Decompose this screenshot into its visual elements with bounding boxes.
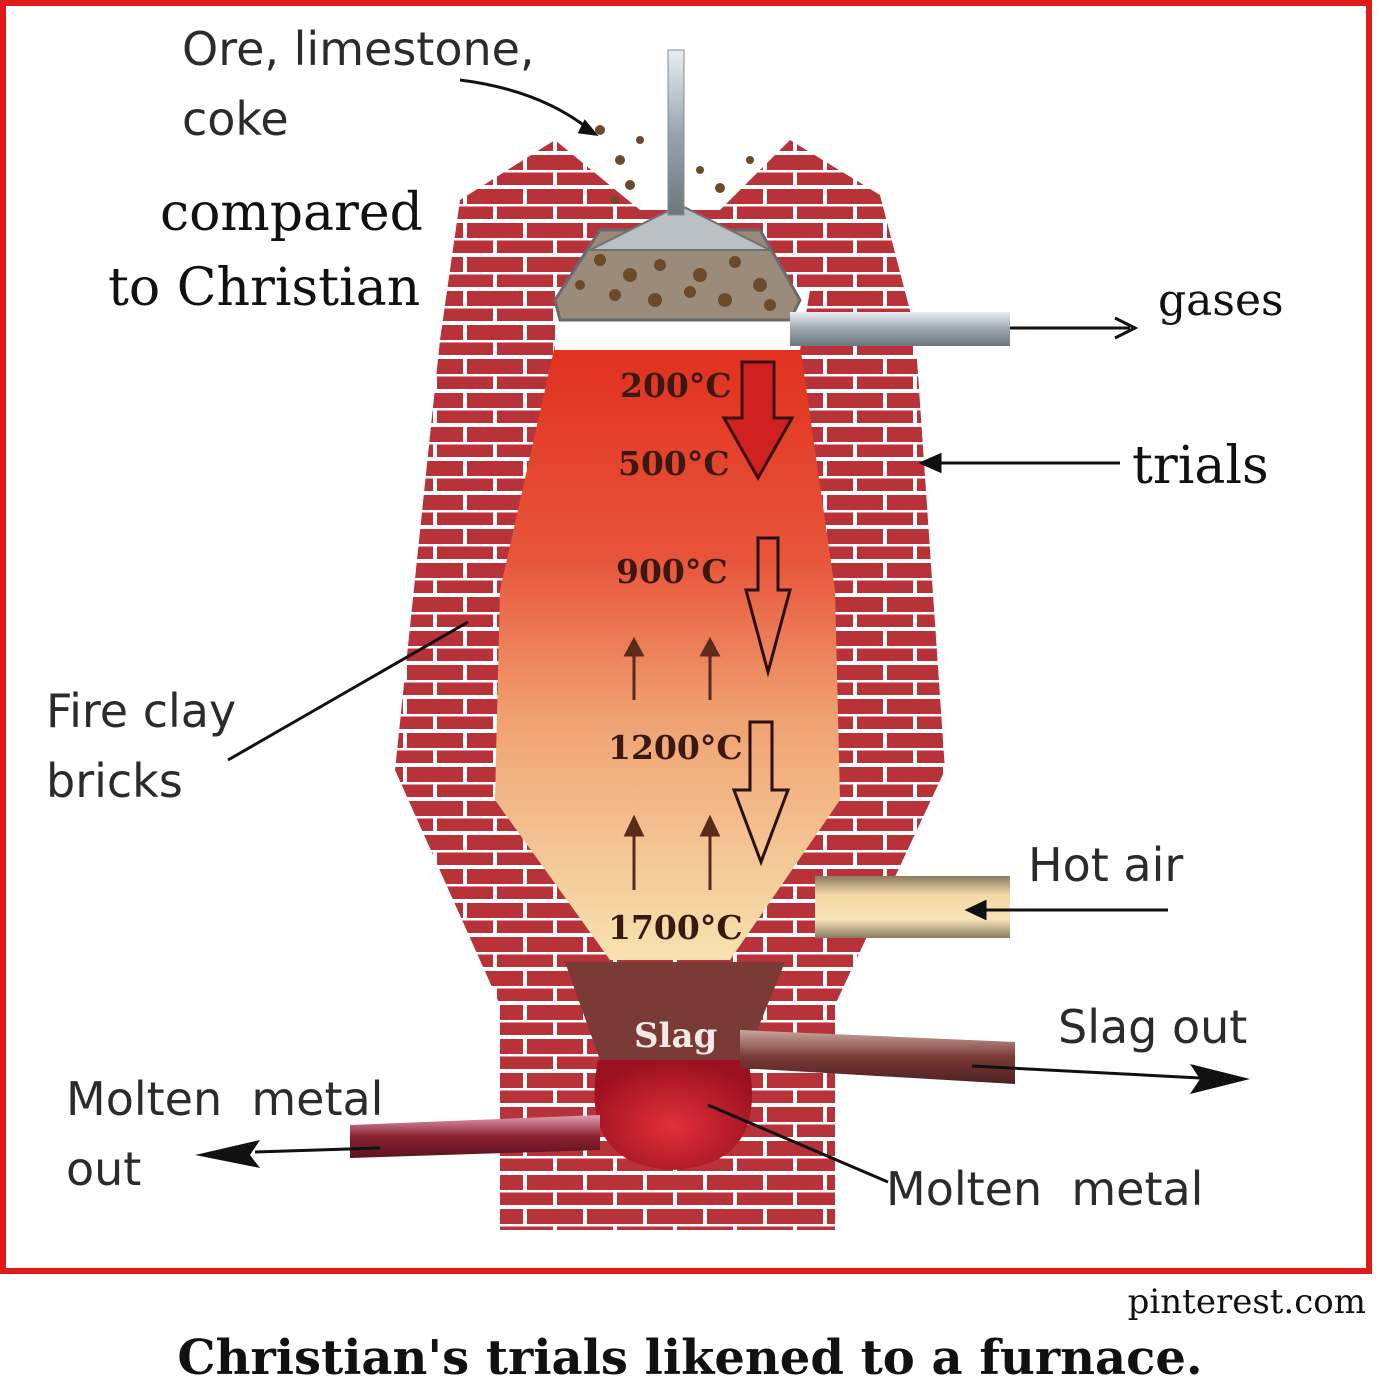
metal-out-pipe [350,1115,600,1158]
compared-label-line2: to Christian [108,258,421,318]
hot-air-label: Hot air [1028,838,1184,892]
fire-clay-pointer-line [227,620,469,762]
metal-out-label-line1: Molten metal [66,1072,384,1126]
slag-out-label: Slag out [1058,1000,1248,1054]
down-arrow-3 [731,720,791,867]
metal-out-arrowhead [195,1140,260,1168]
slag-out-pipe [740,1030,1015,1084]
frame-border [0,0,1372,1274]
temperature-label: 500°C [618,444,730,483]
down-arrow-1 [721,360,795,482]
up-arrows [623,636,721,890]
slag-out-arrow-line [971,1064,1201,1080]
temperature-label: 200°C [620,366,732,405]
fire-clay-label-line1: Fire clay [46,684,237,738]
slag-label: Slag [634,1016,718,1056]
slag-out-arrowhead [1190,1064,1250,1094]
metal-out-arrow-line [254,1146,381,1154]
charge-particles [575,125,776,311]
compared-label-line1: compared [160,183,423,243]
caption: Christian's trials likened to a furnace. [177,1330,1203,1386]
gases-label: gases [1158,275,1284,326]
slag-layer [565,962,785,1060]
molten-metal-pointer-line [707,1103,889,1184]
gas-pipe [790,312,1010,346]
source-credit: pinterest.com [1127,1282,1366,1322]
input-materials-label-line1: Ore, limestone, [182,22,535,76]
temperature-label: 900°C [616,552,728,591]
temperature-label: 1200°C [608,728,743,767]
charging-rod [667,49,685,216]
down-arrow-2 [744,536,792,678]
molten-metal-pool [594,1060,753,1170]
charging-bell [589,203,771,251]
furnace-interior [495,345,840,960]
input-arrow-line [459,78,591,132]
temperature-label: 1700°C [608,908,743,947]
fire-clay-label-line2: bricks [46,754,183,808]
trials-label: trials [1132,436,1269,496]
metal-out-label-line2: out [66,1142,142,1196]
molten-metal-label: Molten metal [886,1162,1204,1216]
input-materials-label-line2: coke [182,92,289,146]
leader-lines [227,78,1201,1184]
